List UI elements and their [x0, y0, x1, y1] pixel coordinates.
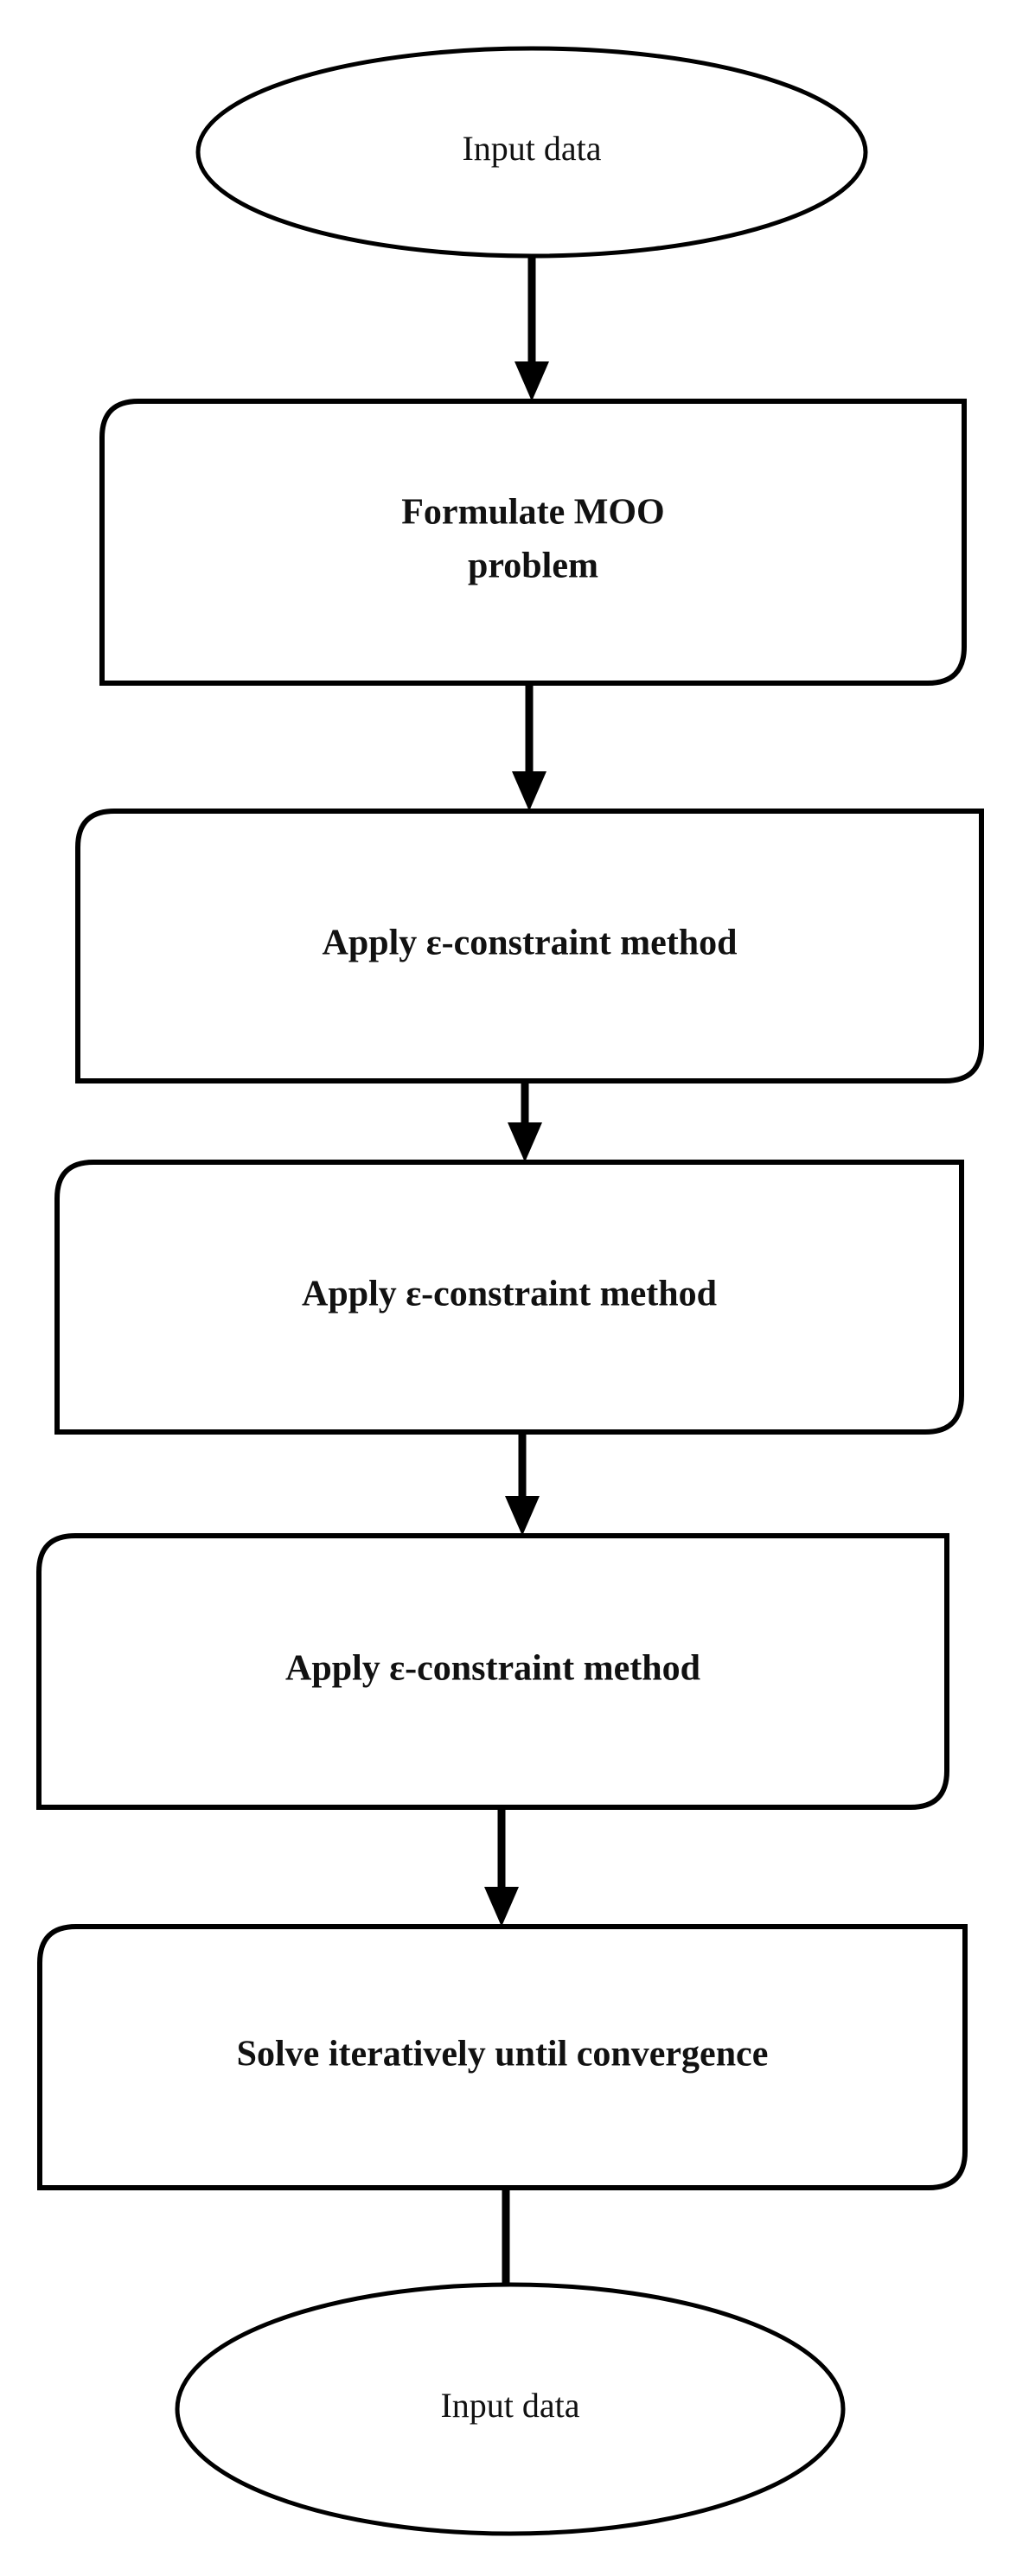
node-label-text: Input data [462, 129, 601, 168]
process-box [54, 1160, 964, 1435]
terminal-ellipse [195, 46, 868, 259]
process-box [99, 399, 967, 686]
node-label-text: Formulate MOO [401, 493, 664, 533]
flow-node-epsilon-constraint-2[interactable]: Apply ε-constraint method [54, 1160, 964, 1435]
node-label-text: Solve iteratively until convergence [237, 2035, 769, 2074]
process-box [75, 809, 984, 1083]
flow-arrow [484, 1807, 519, 1927]
flow-arrow [514, 256, 549, 401]
node-label-text: Apply ε-constraint method [302, 1275, 717, 1314]
flow-arrow [508, 1081, 542, 1162]
node-label-text: Apply ε-constraint method [323, 924, 738, 963]
flow-node-formulate-moo[interactable]: Formulate MOO problem [99, 399, 967, 686]
process-box [36, 1533, 949, 1810]
node-label-text: Apply ε-constraint method [285, 1649, 700, 1689]
node-label-text: problem [468, 547, 598, 586]
node-label-text: Input data [440, 2386, 579, 2425]
flow-arrow [505, 1432, 540, 1536]
flow-arrow [512, 683, 546, 811]
flow-node-end-terminal[interactable]: Input data [175, 2282, 846, 2536]
flow-node-solve-iteratively[interactable]: Solve iteratively until convergence [37, 1924, 968, 2190]
terminal-ellipse [175, 2282, 846, 2536]
flow-node-epsilon-constraint-3[interactable]: Apply ε-constraint method [36, 1533, 949, 1810]
flow-node-start-terminal[interactable]: Input data [195, 46, 868, 259]
process-box [37, 1924, 968, 2190]
flow-node-epsilon-constraint-1[interactable]: Apply ε-constraint method [75, 809, 984, 1083]
